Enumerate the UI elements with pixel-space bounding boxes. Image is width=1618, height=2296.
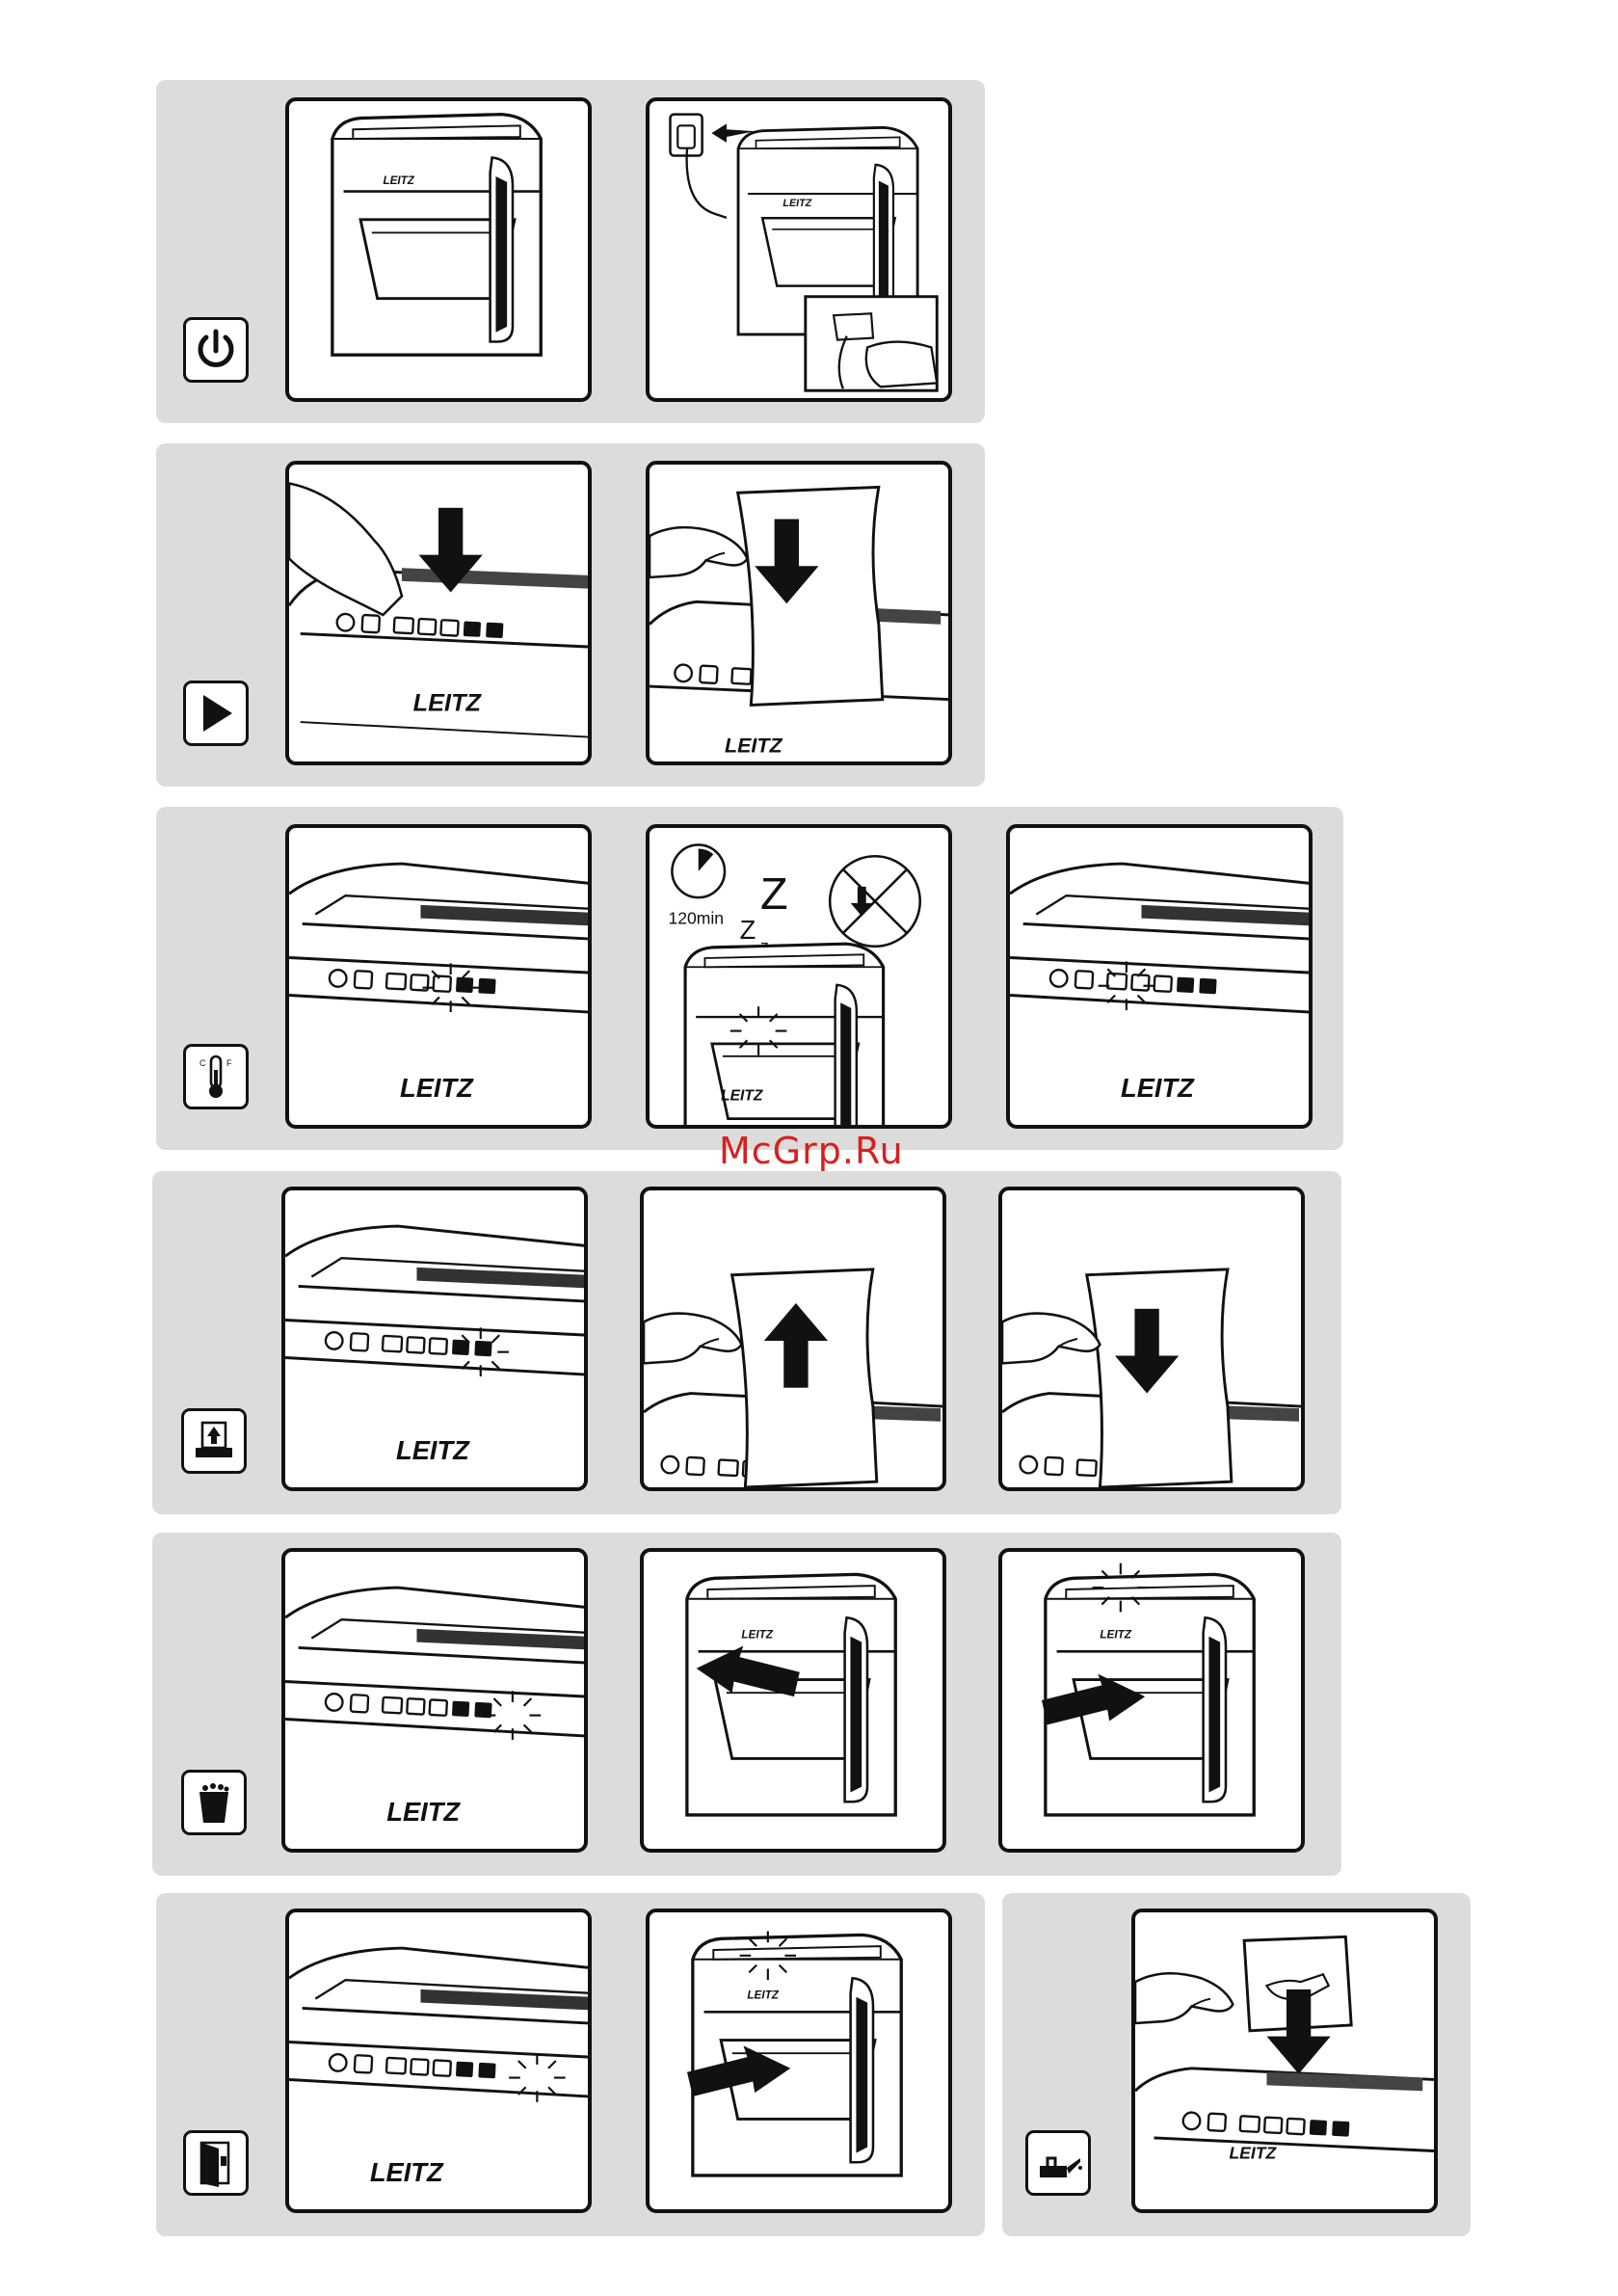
brand-logo: LEITZ	[370, 2157, 444, 2187]
panel-cooldown-wait: 120min Z Z z LEITZ	[646, 824, 952, 1129]
bin-full-icon	[181, 1770, 247, 1835]
thermometer-label-f: F	[226, 1058, 232, 1068]
timer-label: 120min	[669, 908, 725, 927]
panel-overheat-led: LEITZ	[285, 824, 592, 1129]
panel-shredder-front: LEITZ	[285, 97, 592, 402]
door-open-icon	[183, 2130, 249, 2196]
brand-logo: LEITZ	[1229, 2143, 1277, 2162]
step-row-door-open: LEITZ LEITZ	[156, 1893, 985, 2236]
panel-press-play: LEITZ	[285, 461, 592, 765]
step-row-start: LEITZ LEITZ	[156, 443, 985, 787]
step-row-oil: LEITZ	[1002, 1893, 1471, 2236]
brand-logo: LEITZ	[396, 1435, 470, 1465]
brand-logo: LEITZ	[782, 198, 811, 209]
step-row-bin-full: LEITZ LEITZ LEITZ	[152, 1533, 1341, 1876]
power-icon	[183, 317, 249, 383]
panel-door-led: LEITZ	[285, 1909, 592, 2213]
panel-ready-led: LEITZ	[1006, 824, 1313, 1129]
sleep-z-large: Z	[760, 868, 788, 919]
sleep-z-medium: Z	[740, 915, 756, 945]
paper-jam-reverse-icon	[181, 1408, 247, 1474]
brand-logo: LEITZ	[747, 1989, 779, 2002]
panel-bin-led: LEITZ	[281, 1548, 588, 1853]
panel-bin-push-in: LEITZ	[998, 1548, 1305, 1853]
step-row-paper-jam: LEITZ	[152, 1171, 1341, 1514]
play-icon	[183, 681, 249, 746]
thermometer-icon: C F	[183, 1044, 249, 1109]
step-row-overheat: C F LEITZ 120min Z Z z LEITZ	[156, 807, 1343, 1150]
panel-paper-reverse	[640, 1187, 946, 1491]
panel-bin-pull-out: LEITZ	[640, 1548, 946, 1853]
brand-logo: LEITZ	[400, 1073, 474, 1103]
brand-logo: LEITZ	[383, 174, 414, 187]
brand-logo: LEITZ	[1100, 1629, 1131, 1642]
panel-plug-in: LEITZ	[646, 97, 952, 402]
watermark: McGrp.Ru	[719, 1130, 904, 1172]
panel-insert-paper: LEITZ	[646, 461, 952, 765]
brand-logo: LEITZ	[413, 689, 483, 716]
panel-door-close: LEITZ	[646, 1909, 952, 2213]
thermometer-label-c: C	[199, 1058, 206, 1068]
brand-logo: LEITZ	[1121, 1073, 1195, 1103]
brand-logo: LEITZ	[741, 1629, 773, 1642]
panel-jam-led: LEITZ	[281, 1187, 588, 1491]
brand-logo: LEITZ	[725, 734, 782, 757]
brand-logo: LEITZ	[721, 1088, 763, 1105]
step-row-power: LEITZ LEITZ	[156, 80, 985, 423]
panel-paper-reinsert	[998, 1187, 1305, 1491]
brand-logo: LEITZ	[386, 1797, 461, 1827]
oil-can-icon	[1025, 2130, 1091, 2196]
panel-oil-sheet: LEITZ	[1131, 1909, 1438, 2213]
